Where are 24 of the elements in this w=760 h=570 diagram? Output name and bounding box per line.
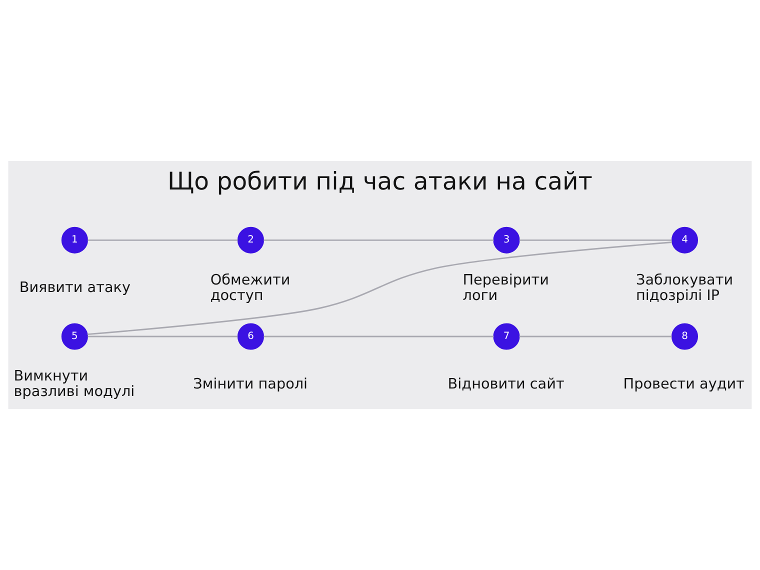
node-circle: 8: [671, 323, 698, 350]
node-circle: 5: [61, 323, 88, 350]
node-label: Вимкнути вразливі модулі: [14, 368, 135, 400]
node-label: Провести аудит: [623, 376, 745, 392]
node-label: Відновити сайт: [448, 376, 564, 392]
node-circle: 1: [61, 226, 88, 254]
node-label: Заблокувати підозрілі IP: [636, 272, 734, 304]
connector: [519, 336, 672, 338]
node-circle: 4: [671, 226, 698, 254]
connector: [519, 239, 672, 241]
connector: [87, 242, 672, 336]
node-label: Обмежити доступ: [210, 272, 290, 304]
node-circle: 2: [237, 226, 264, 254]
node-label: Виявити атаку: [19, 280, 130, 296]
connector: [88, 239, 238, 241]
connector: [264, 336, 494, 338]
connector: [264, 239, 494, 241]
node-circle: 3: [493, 226, 520, 254]
diagram-title: Що робити під час атаки на сайт: [167, 166, 593, 196]
connector: [88, 336, 238, 338]
node-label: Перевірити логи: [462, 272, 550, 304]
node-circle: 6: [237, 323, 264, 350]
node-label: Змінити паролі: [193, 376, 308, 392]
node-circle: 7: [493, 323, 520, 350]
